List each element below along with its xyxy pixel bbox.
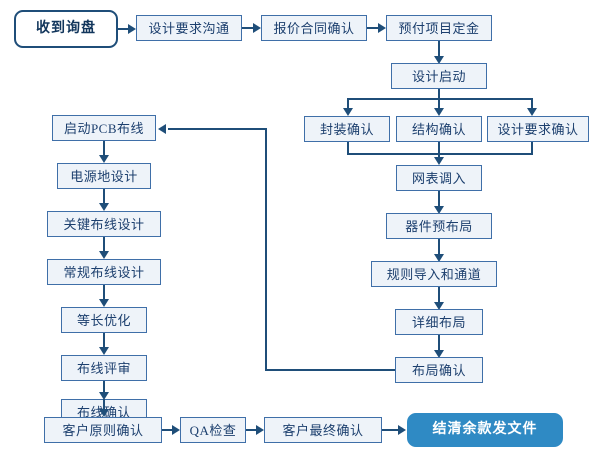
connector-to-structure-confirm: [438, 98, 440, 112]
arrowhead-down: [434, 302, 444, 310]
connector-quote-to-prepay: [367, 27, 380, 29]
node-quote-contract[interactable]: 报价合同确认: [261, 15, 367, 41]
node-design-req-comm[interactable]: 设计要求沟通: [136, 15, 242, 41]
arrowhead-down: [99, 203, 109, 211]
connector-review-to-routing-confirm: [103, 381, 105, 396]
node-power-ground[interactable]: 电源地设计: [57, 163, 151, 189]
connector-qa-to-final-confirm: [246, 429, 258, 431]
arrowhead-down: [434, 157, 444, 165]
connector-to-package-confirm: [347, 98, 349, 112]
connector-feedback-to-routing: [168, 128, 267, 130]
connector-principle-to-qa: [162, 429, 174, 431]
node-prepay-deposit[interactable]: 预付项目定金: [386, 15, 492, 41]
node-settle-and-deliver[interactable]: 结清余款发文件: [407, 413, 563, 447]
node-qa-check[interactable]: QA检查: [180, 417, 246, 443]
node-design-start[interactable]: 设计启动: [391, 63, 487, 89]
arrowhead-down: [434, 56, 444, 64]
connector-rules-to-detail-layout: [438, 287, 440, 306]
arrowhead-down: [434, 254, 444, 262]
arrowhead-right: [253, 23, 261, 33]
node-start-pcb-routing[interactable]: 启动PCB布线: [52, 115, 156, 141]
arrowhead-down: [527, 108, 537, 116]
connector-start-to-design-req: [118, 28, 130, 30]
node-length-tuning[interactable]: 等长优化: [61, 307, 147, 333]
connector-netlist-to-pre-placement: [438, 191, 440, 210]
node-layout-confirm[interactable]: 布局确认: [395, 357, 483, 383]
node-start[interactable]: 收到询盘: [14, 10, 118, 48]
connector-prepay-to-design-start: [438, 41, 440, 60]
node-netlist-import[interactable]: 网表调入: [396, 165, 482, 191]
arrowhead-down: [343, 108, 353, 116]
arrowhead-right: [172, 425, 180, 435]
node-normal-routing[interactable]: 常规布线设计: [47, 259, 161, 285]
connector-critical-to-normal: [103, 237, 105, 255]
arrowhead-down: [99, 347, 109, 355]
connector-normal-to-length-tuning: [103, 285, 105, 303]
node-customer-principle-confirm[interactable]: 客户原则确认: [44, 417, 162, 443]
node-customer-final-confirm[interactable]: 客户最终确认: [264, 417, 382, 443]
connector-to-design-req-confirm: [531, 98, 533, 112]
node-pre-placement[interactable]: 器件预布局: [386, 213, 492, 239]
node-detail-layout[interactable]: 详细布局: [395, 309, 483, 335]
connector-to-netlist-import: [438, 142, 440, 161]
node-rules-channel[interactable]: 规则导入和通道: [371, 261, 497, 287]
arrowhead-down: [99, 251, 109, 259]
arrowhead-down: [99, 392, 109, 400]
connector-detail-layout-to-layout-confirm: [438, 335, 440, 354]
arrowhead-down: [99, 409, 109, 417]
arrowhead-right: [128, 24, 136, 34]
node-design-req-confirm[interactable]: 设计要求确认: [487, 116, 589, 142]
connector-design-req-confirm-down: [531, 142, 533, 154]
connector-routing-confirm-to-customer-principle: [103, 399, 105, 413]
connector-design-start-fanout-bus: [347, 98, 533, 100]
connector-routing-to-power-ground: [103, 141, 105, 159]
arrowhead-down: [434, 108, 444, 116]
connector-pre-placement-to-rules: [438, 239, 440, 258]
node-routing-review[interactable]: 布线评审: [61, 355, 147, 381]
arrowhead-down: [99, 155, 109, 163]
connector-layout-confirm-left: [265, 369, 395, 371]
connector-feedback-vertical: [265, 128, 267, 371]
connector-merge-bus: [347, 153, 533, 155]
connector-design-start-stem: [438, 89, 440, 99]
node-package-confirm[interactable]: 封装确认: [304, 116, 390, 142]
connector-power-ground-to-critical: [103, 189, 105, 207]
node-structure-confirm[interactable]: 结构确认: [396, 116, 482, 142]
connector-final-confirm-to-settle: [382, 429, 401, 431]
connector-package-down: [347, 142, 349, 154]
arrowhead-right: [378, 23, 386, 33]
arrowhead-right: [256, 425, 264, 435]
node-critical-routing[interactable]: 关键布线设计: [47, 211, 161, 237]
arrowhead-right: [398, 425, 406, 435]
arrowhead-down: [434, 350, 444, 358]
arrowhead-down: [434, 206, 444, 214]
connector-length-tuning-to-review: [103, 333, 105, 351]
arrowhead-left: [158, 124, 166, 134]
arrowhead-down: [99, 299, 109, 307]
connector-design-req-to-quote: [242, 27, 255, 29]
